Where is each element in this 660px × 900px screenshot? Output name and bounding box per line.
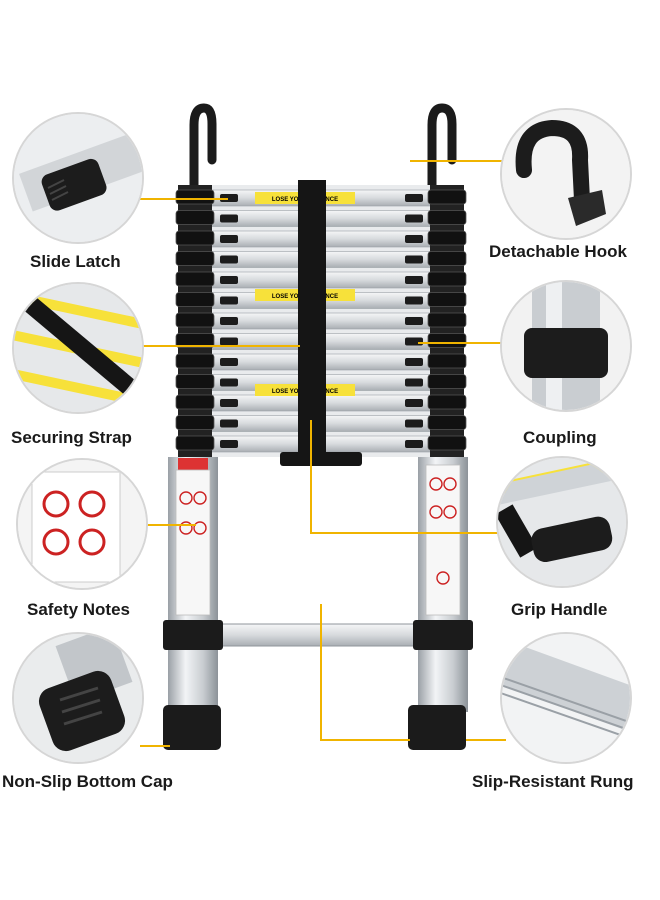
safety-notes-label: Safety Notes xyxy=(27,600,130,619)
bottom-rung xyxy=(211,623,425,647)
grip-handle-callout xyxy=(496,456,628,588)
rung-end-cap xyxy=(220,399,238,407)
warning-icon xyxy=(42,490,106,556)
coupling xyxy=(427,230,467,246)
coupling xyxy=(427,210,467,225)
leader-grip-h xyxy=(310,532,500,534)
leader-detachable-hook xyxy=(410,160,502,162)
strap-icon xyxy=(17,291,142,408)
leader-grip-v xyxy=(310,420,312,534)
rung-end-cap xyxy=(405,419,423,428)
coupling xyxy=(427,189,467,205)
leader-rung-h xyxy=(320,739,410,741)
rung-end-cap xyxy=(405,440,423,448)
slip-resistant-rung-callout xyxy=(500,632,632,764)
rung-end-cap xyxy=(220,419,238,428)
rung-end-cap xyxy=(405,235,423,243)
coupling xyxy=(175,374,215,389)
coupling xyxy=(175,312,215,328)
coupling xyxy=(175,333,215,348)
coupling xyxy=(175,189,215,205)
rung-end-cap xyxy=(405,214,423,223)
left-hook xyxy=(189,103,217,190)
bottom-cap-callout xyxy=(12,632,144,764)
strap xyxy=(298,180,326,462)
rung-end-cap xyxy=(405,276,423,284)
rung-end-cap xyxy=(220,235,238,243)
rung-end-cap xyxy=(220,296,238,305)
coupling xyxy=(427,374,467,389)
coupling xyxy=(175,251,215,266)
rung-end-cap xyxy=(220,358,238,366)
detachable-hook-callout xyxy=(500,108,632,240)
safety-notes-callout xyxy=(16,458,148,590)
rung-end-cap xyxy=(220,317,238,325)
rung-end-cap xyxy=(220,337,238,346)
rung-end-cap xyxy=(405,378,423,387)
rung-end-cap xyxy=(220,276,238,284)
cap-icon xyxy=(38,670,126,752)
coupling xyxy=(175,210,215,225)
leader-rung-v xyxy=(320,604,322,740)
rung-end-cap xyxy=(405,255,423,264)
coupling xyxy=(427,312,467,328)
coupling xyxy=(427,415,467,430)
coupling xyxy=(427,435,467,451)
slide-latch-callout xyxy=(12,112,144,244)
rung-end-cap xyxy=(220,378,238,387)
slip-resistant-rung-label: Slip-Resistant Rung xyxy=(472,772,634,791)
coupling xyxy=(175,353,215,369)
coupling-label: Coupling xyxy=(523,428,597,447)
right-hook xyxy=(427,103,457,190)
coupling-icon xyxy=(524,328,608,378)
coupling xyxy=(427,333,467,348)
coupling xyxy=(175,230,215,246)
coupling xyxy=(175,394,215,410)
slide-latch-label: Slide Latch xyxy=(30,252,121,271)
coupling-callout xyxy=(500,280,632,412)
coupling xyxy=(427,394,467,410)
leader-slide-latch xyxy=(140,198,228,200)
rung-end-cap xyxy=(405,296,423,305)
coupling xyxy=(175,415,215,430)
coupling xyxy=(175,435,215,451)
coupling xyxy=(175,271,215,287)
leader-rung-r xyxy=(466,739,506,741)
rung-end-cap xyxy=(220,194,238,202)
coupling xyxy=(427,353,467,369)
detachable-hook-label: Detachable Hook xyxy=(489,242,627,261)
coupling xyxy=(427,271,467,287)
rung-end-cap xyxy=(405,317,423,325)
left-foot xyxy=(163,705,221,750)
rung-end-cap xyxy=(405,399,423,407)
rung-end-cap xyxy=(405,358,423,366)
leader-securing-strap xyxy=(140,345,300,347)
leader-coupling xyxy=(418,342,504,344)
rung-end-cap xyxy=(220,255,238,264)
leader-safety-notes xyxy=(146,524,196,526)
rung-end-cap xyxy=(405,194,423,202)
rung-end-cap xyxy=(220,214,238,223)
handle-icon xyxy=(531,516,613,563)
securing-strap-callout xyxy=(12,282,144,414)
coupling xyxy=(427,292,467,307)
securing-strap-label: Securing Strap xyxy=(11,428,132,447)
coupling xyxy=(427,251,467,266)
rung-end-cap xyxy=(220,440,238,448)
grip-handle-label: Grip Handle xyxy=(511,600,608,619)
hook-icon xyxy=(515,119,590,208)
rung-icon xyxy=(502,637,630,737)
non-slip-bottom-cap-label: Non-Slip Bottom Cap xyxy=(2,772,173,791)
right-foot xyxy=(408,705,466,750)
leader-bottom-cap xyxy=(140,745,170,747)
coupling xyxy=(175,292,215,307)
